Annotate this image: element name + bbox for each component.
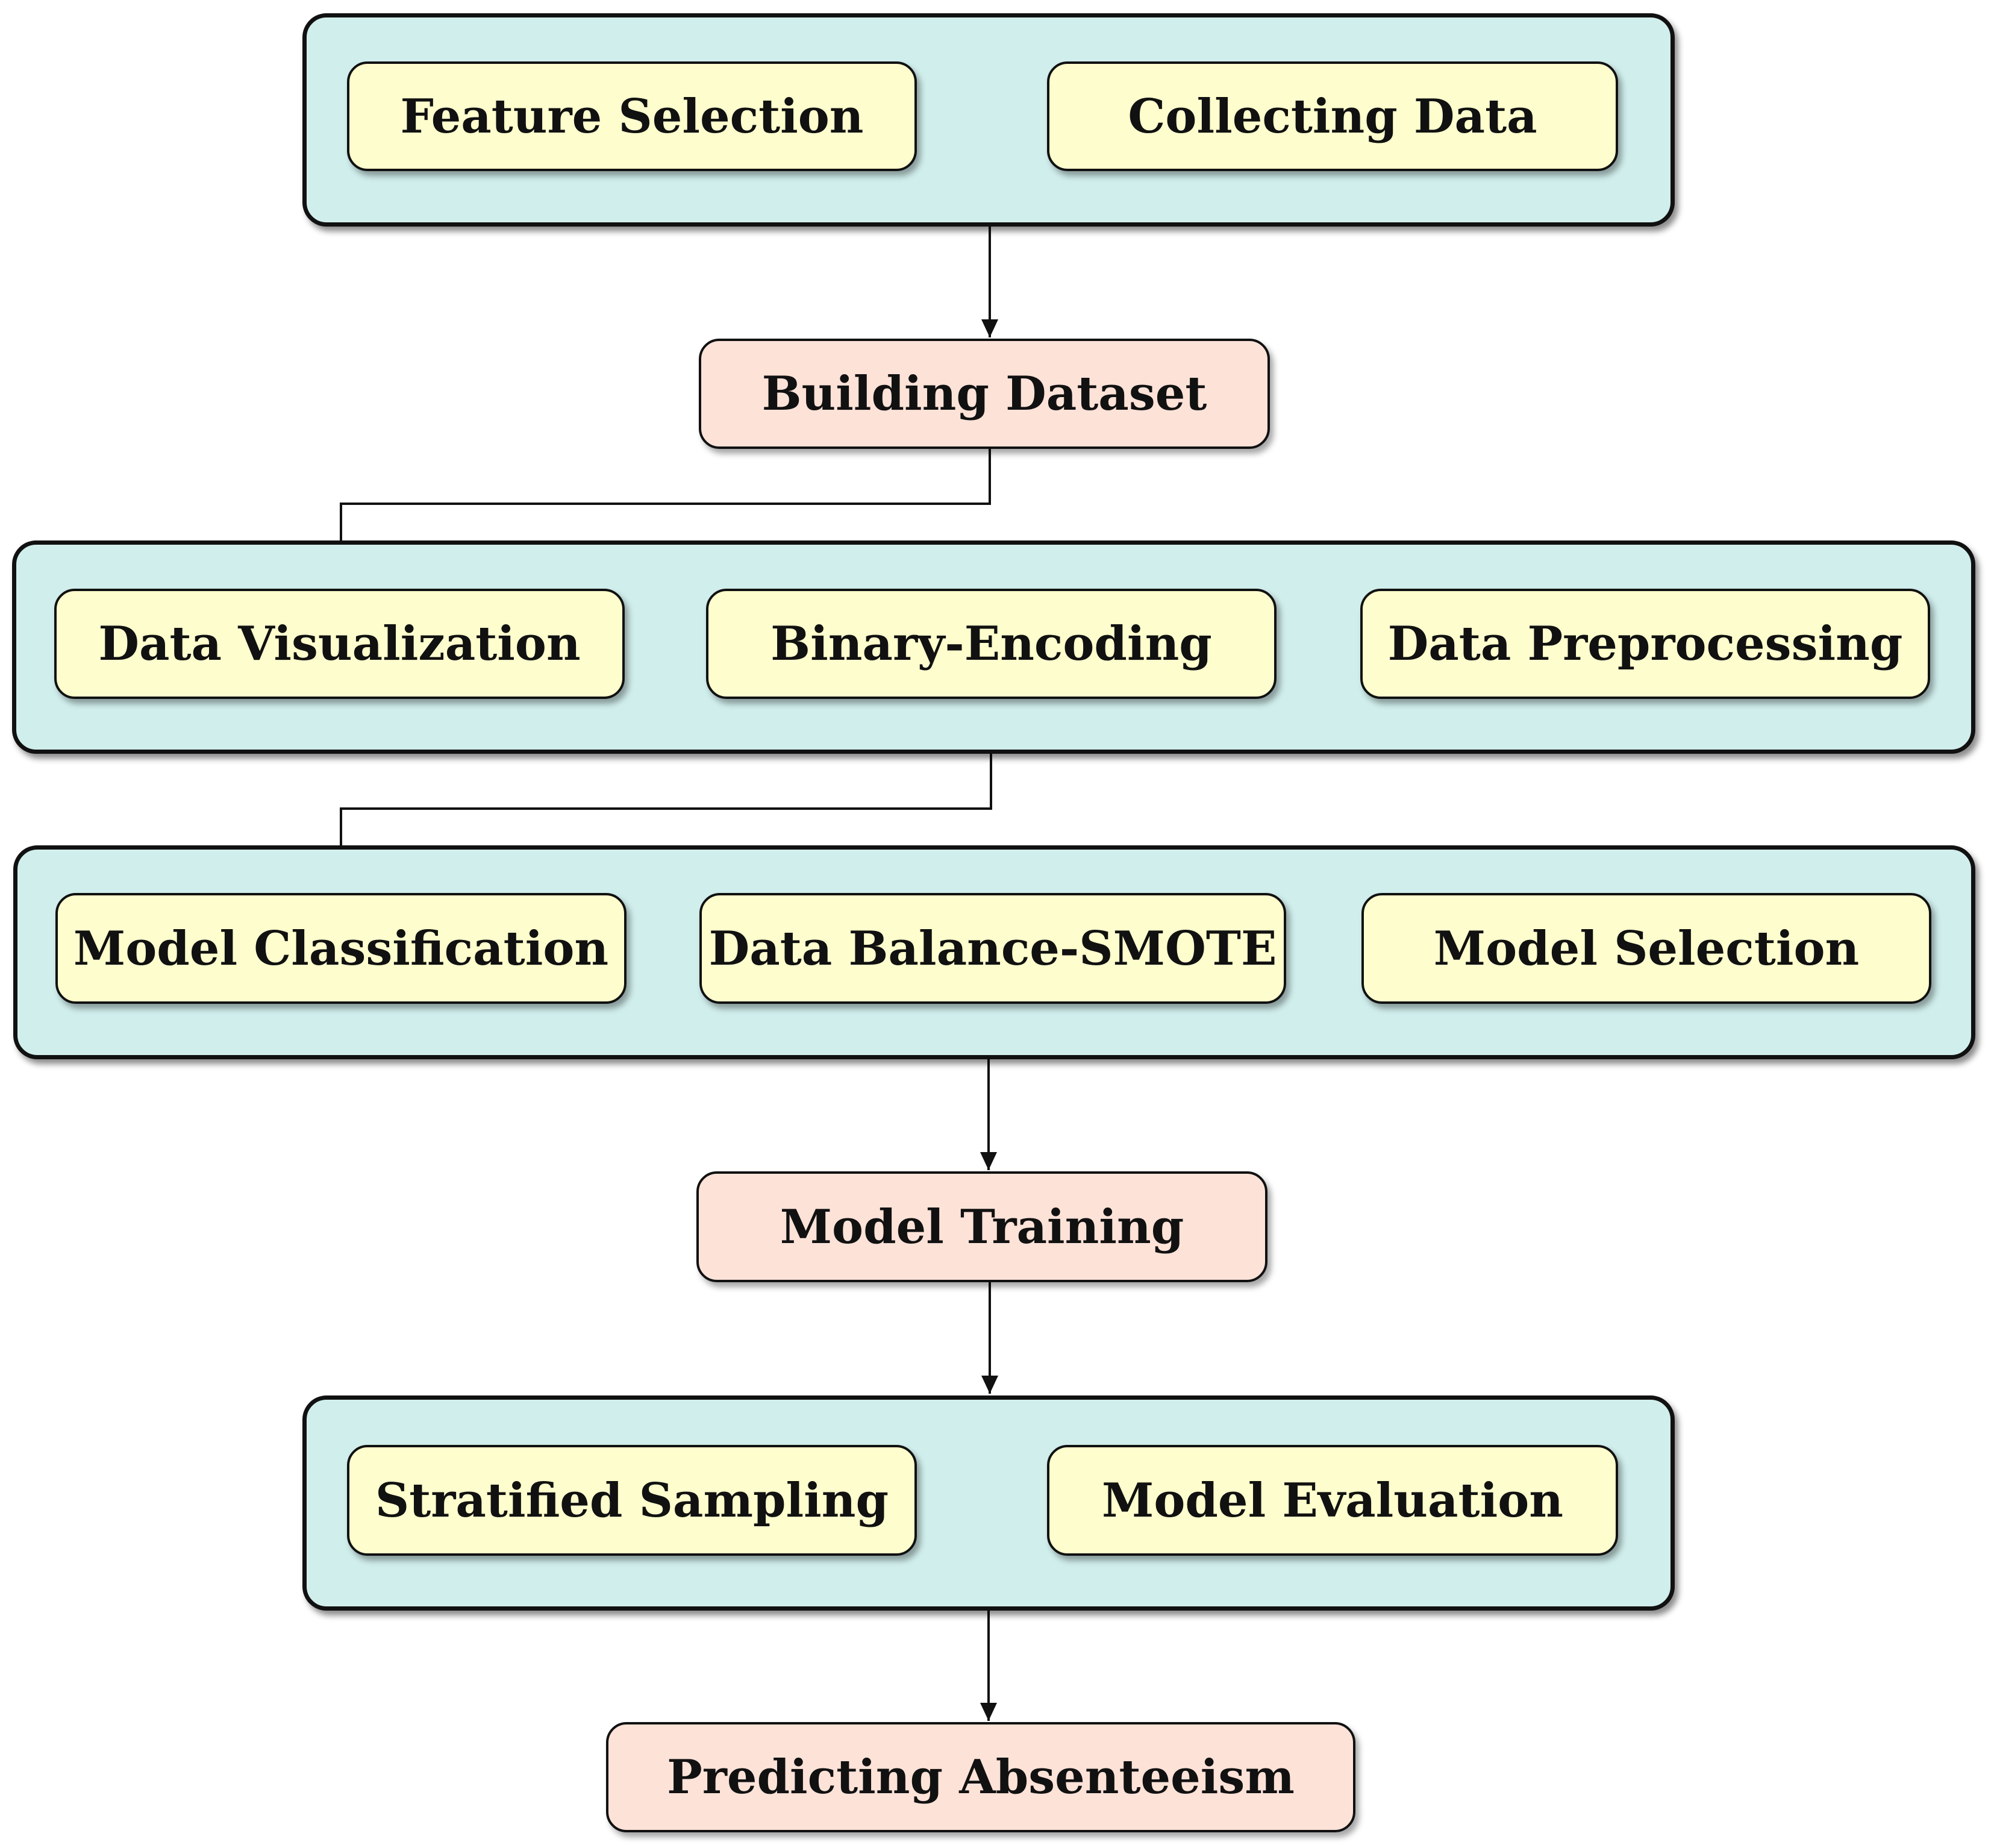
node-binary-encoding-label: Binary-Encoding: [770, 616, 1212, 671]
node-predicting-absenteeism-label: Predicting Absenteeism: [667, 1750, 1295, 1805]
node-model-selection: Model Selection: [1361, 893, 1931, 1004]
node-model-evaluation-label: Model Evaluation: [1102, 1473, 1563, 1528]
node-data-visualization-label: Data Visualization: [98, 616, 581, 671]
node-data-preprocessing-label: Data Preprocessing: [1387, 616, 1903, 671]
node-building-dataset: Building Dataset: [699, 339, 1270, 449]
node-binary-encoding: Binary-Encoding: [706, 589, 1277, 699]
node-model-classification-label: Model Classification: [73, 921, 609, 976]
node-model-evaluation: Model Evaluation: [1047, 1445, 1618, 1556]
node-data-balance-smote-label: Data Balance-SMOTE: [708, 921, 1277, 976]
node-collecting-data-label: Collecting Data: [1128, 89, 1537, 144]
node-data-visualization: Data Visualization: [54, 589, 625, 699]
node-building-dataset-label: Building Dataset: [761, 366, 1207, 421]
node-predicting-absenteeism: Predicting Absenteeism: [606, 1722, 1355, 1832]
node-stratified-sampling-label: Stratified Sampling: [375, 1473, 889, 1528]
node-feature-selection-label: Feature Selection: [400, 89, 864, 144]
node-data-balance-smote: Data Balance-SMOTE: [699, 893, 1286, 1004]
node-model-training: Model Training: [696, 1171, 1267, 1282]
node-feature-selection: Feature Selection: [347, 61, 917, 171]
node-model-classification: Model Classification: [55, 893, 627, 1004]
node-collecting-data: Collecting Data: [1047, 61, 1618, 171]
node-model-selection-label: Model Selection: [1433, 921, 1860, 976]
node-model-training-label: Model Training: [780, 1199, 1184, 1254]
node-stratified-sampling: Stratified Sampling: [347, 1445, 917, 1556]
node-data-preprocessing: Data Preprocessing: [1360, 589, 1930, 699]
